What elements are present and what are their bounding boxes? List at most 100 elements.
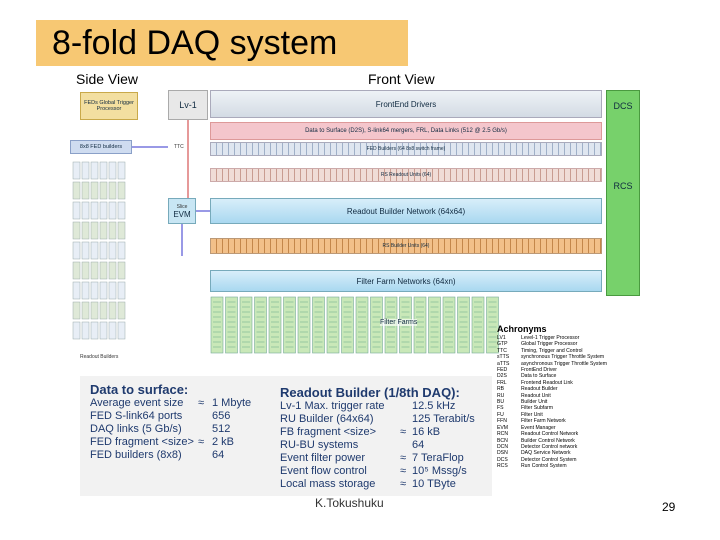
dcs-label: DCS (613, 101, 633, 111)
side-view-unit (99, 261, 108, 280)
spec-value: 656 (212, 410, 231, 422)
filter-farm-rack (486, 296, 499, 354)
side-view-unit (117, 301, 126, 320)
acronym-row: GTP Global Trigger Processor (497, 341, 647, 347)
acronyms-heading: Achronyms (497, 324, 547, 334)
acronym-abbr: RCS (497, 463, 508, 470)
acronym-definition: Run Control System (521, 463, 567, 470)
side-view-unit (108, 261, 117, 280)
readout-builder-network-box: Readout Builder Network (64x64) (210, 198, 602, 224)
front-view-label: Front View (368, 71, 435, 87)
side-view-unit (72, 161, 81, 180)
side-view-unit (90, 241, 99, 260)
side-view-unit (99, 201, 108, 220)
side-view-unit (81, 201, 90, 220)
side-view-unit (90, 181, 99, 200)
side-view-unit (90, 301, 99, 320)
daq-diagram: FEDs Global Trigger Processor 8x8 FED bu… (70, 86, 640, 360)
acronym-row: RCN Readout Control Network (497, 431, 647, 437)
spec-operator: ≈ (400, 478, 407, 490)
side-view-unit (81, 281, 90, 300)
acronym-abbr: FED (497, 367, 508, 374)
acronym-abbr: FS (497, 405, 504, 412)
spec-label: RU-BU systems (280, 439, 359, 451)
acronym-definition: Readout Builder (521, 386, 558, 393)
side-view-unit (81, 261, 90, 280)
side-view-unit (90, 221, 99, 240)
lv1-box: Lv-1 (168, 90, 208, 120)
acronym-definition: Frontend Readout Link (521, 379, 573, 386)
spec-operator: ≈ (198, 397, 205, 409)
fed-builders-box: FED Builders (64 8x8 switch frame) (210, 142, 602, 156)
side-view-unit (108, 221, 117, 240)
acronym-abbr: RU (497, 392, 505, 399)
side-view-unit (99, 281, 108, 300)
spec-operator (400, 413, 412, 426)
readout-builder-heading: Readout Builder (1/8th DAQ): (280, 385, 460, 400)
side-view-unit (117, 281, 126, 300)
readout-builders-label: Readout Builders (80, 354, 119, 360)
spec-label: Lv-1 Max. trigger rate (280, 400, 385, 412)
acronym-abbr: BU (497, 399, 505, 406)
spec-label: FED S-link64 ports (90, 410, 183, 422)
acronym-definition: Global Trigger Processor (521, 341, 578, 348)
acronym-definition: DAQ Service Network (521, 450, 571, 457)
spec-value: 10 TByte (412, 478, 456, 490)
spec-label: Event flow control (280, 465, 367, 477)
side-view-unit (90, 261, 99, 280)
rs-builder-units-box: RS Builder Units (64) (210, 238, 602, 254)
side-view-unit (108, 241, 117, 260)
side-view-unit (99, 161, 108, 180)
rs-readout-units-box: RS Readout Units (64) (210, 168, 602, 182)
spec-value: 7 TeraFlop (412, 452, 464, 464)
spec-label: FED builders (8x8) (90, 449, 182, 461)
spec-row: DAQ links (5 Gb/s)512 (90, 423, 280, 436)
filter-farm-rack (268, 296, 282, 354)
spec-value: 16 kB (412, 426, 441, 438)
side-view-unit (81, 181, 90, 200)
filter-farm-rack (312, 296, 325, 354)
filter-farm-rack (442, 296, 456, 354)
summary-panel: Data to surface: Average event size≈1 Mb… (80, 376, 492, 496)
feds-gtp-box: FEDs Global Trigger Processor (80, 92, 138, 120)
side-view-unit (99, 241, 108, 260)
side-view-unit (108, 301, 117, 320)
side-view-unit (72, 281, 81, 300)
side-view-unit (90, 321, 99, 340)
acronym-definition: Data to Surface (521, 373, 557, 380)
acronym-definition: Builder Control Network (521, 437, 575, 444)
acronym-abbr: GTP (497, 341, 508, 348)
acronym-abbr: RCN (497, 431, 509, 438)
spec-label: Event filter power (280, 452, 365, 464)
spec-label: Average event size (90, 397, 184, 409)
side-view-unit (81, 301, 90, 320)
spec-row: RU Builder (64x64)125 Terabit/s (280, 413, 490, 426)
acronym-abbr: DCN (497, 443, 509, 450)
acronym-definition: Level-1 Trigger Processor (521, 335, 580, 341)
spec-value: 125 Terabit/s (412, 413, 475, 425)
spec-label: FED fragment <size> (90, 436, 194, 448)
acronym-definition: Builder Unit (521, 399, 548, 406)
acronym-abbr: BCN (497, 437, 508, 444)
acronym-row: RCS Run Control System (497, 463, 647, 469)
side-view-unit (99, 301, 108, 320)
spec-row: FED builders (8x8)64 (90, 449, 280, 462)
slide-title: 8-fold DAQ system (36, 20, 408, 66)
data-to-surface-section: Data to surface: Average event size≈1 Mb… (90, 382, 280, 462)
side-view-unit (99, 321, 108, 340)
evm-label: EVM (173, 209, 191, 219)
filter-farm-rack (457, 296, 470, 354)
side-view-unit (90, 281, 99, 300)
side-view-unit (72, 321, 81, 340)
acronym-definition: Readout Control Network (521, 431, 579, 438)
side-view-unit (72, 181, 81, 200)
